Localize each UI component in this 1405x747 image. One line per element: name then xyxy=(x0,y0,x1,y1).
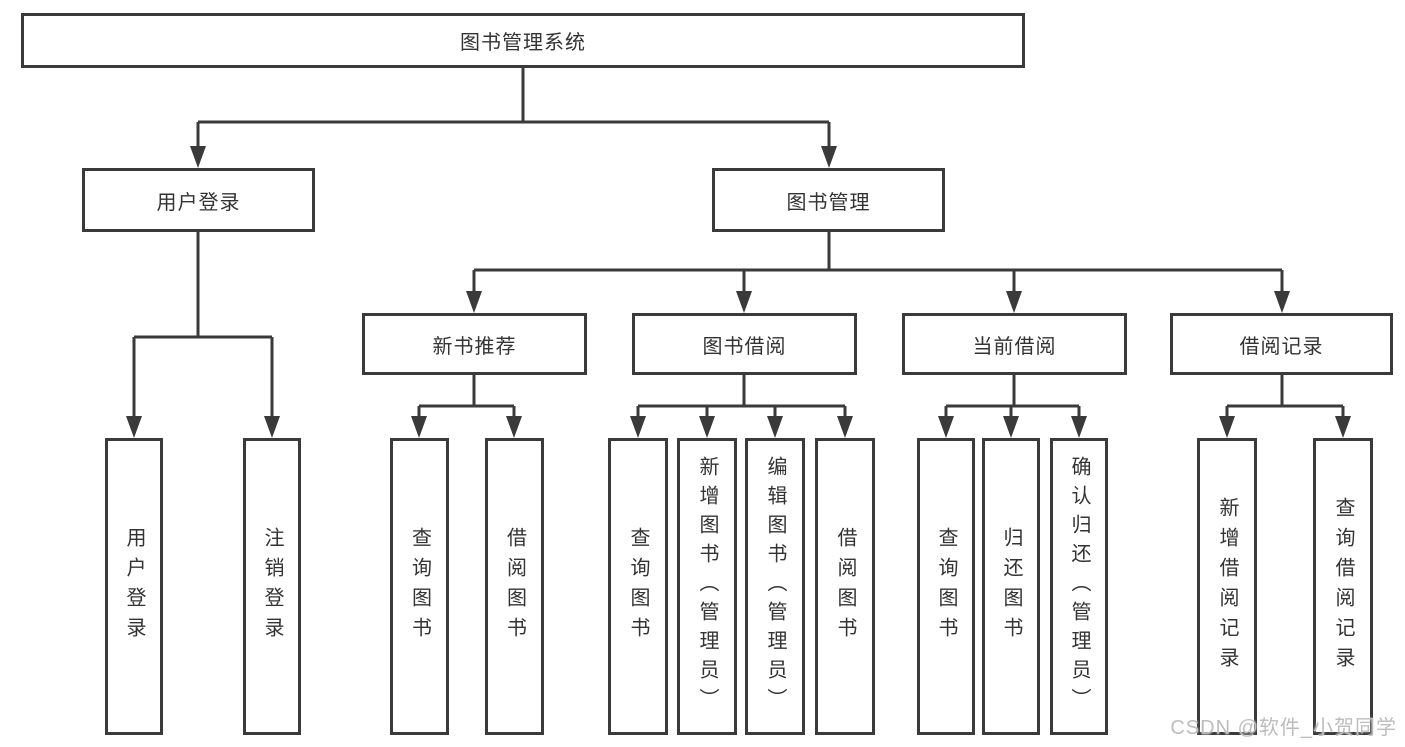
node-book-borrowing: 图书借阅 xyxy=(632,313,857,375)
node-add-borrow-record: 新增借阅记录 xyxy=(1197,438,1257,735)
node-confirm-return-admin: 确认归还（管理员） xyxy=(1050,438,1108,735)
node-label: 借阅记录 xyxy=(1239,335,1324,358)
node-current-borrowing: 当前借阅 xyxy=(902,313,1127,375)
csdn-watermark: CSDN @软件_小贺同学 xyxy=(1170,717,1397,739)
node-query-books-current: 查询图书 xyxy=(917,438,975,735)
node-label: 查询图书 xyxy=(935,526,957,647)
node-logout-item: 注销登录 xyxy=(243,438,301,735)
node-add-books-admin: 新增图书（管理员） xyxy=(677,438,737,735)
node-query-books-borrowing: 查询图书 xyxy=(608,438,668,735)
node-label: 新增借阅记录 xyxy=(1216,496,1238,677)
node-label: 借阅图书 xyxy=(834,526,856,647)
node-label: 注销登录 xyxy=(261,526,283,647)
node-label: 借阅图书 xyxy=(503,526,526,647)
node-label: 用户登录 xyxy=(156,191,241,214)
node-label: 新增图书（管理员） xyxy=(696,456,718,717)
node-borrow-books-borrowing: 借阅图书 xyxy=(815,438,875,735)
node-book-management: 图书管理 xyxy=(712,168,945,232)
node-new-book-recommendation: 新书推荐 xyxy=(362,313,587,375)
node-borrow-books-newrec: 借阅图书 xyxy=(485,438,544,735)
node-library-management-system: 图书管理系统 xyxy=(21,13,1025,68)
node-label: 图书借阅 xyxy=(702,335,787,358)
node-label: 图书管理系统 xyxy=(460,32,586,54)
node-return-books: 归还图书 xyxy=(982,438,1040,735)
node-query-books-newrec: 查询图书 xyxy=(390,438,449,735)
node-label: 确认归还（管理员） xyxy=(1068,456,1090,717)
node-user-login-item: 用户登录 xyxy=(105,438,163,735)
node-borrow-records: 借阅记录 xyxy=(1170,313,1393,375)
node-user-login: 用户登录 xyxy=(82,168,315,232)
node-label: 查询借阅记录 xyxy=(1332,496,1354,677)
node-label: 编辑图书（管理员） xyxy=(764,456,786,717)
node-label: 新书推荐 xyxy=(432,335,517,358)
node-query-borrow-record: 查询借阅记录 xyxy=(1313,438,1373,735)
node-label: 用户登录 xyxy=(123,526,145,647)
node-edit-books-admin: 编辑图书（管理员） xyxy=(745,438,805,735)
node-label: 当前借阅 xyxy=(972,335,1057,358)
node-label: 查询图书 xyxy=(408,526,431,647)
node-label: 查询图书 xyxy=(627,526,649,647)
node-label: 图书管理 xyxy=(786,191,871,214)
node-label: 归还图书 xyxy=(1000,526,1022,647)
